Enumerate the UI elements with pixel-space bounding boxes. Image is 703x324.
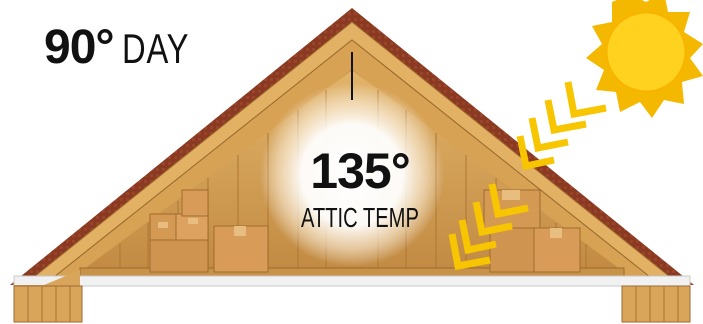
outdoor-temperature-label: 90°DAY [44, 24, 208, 72]
attic-label-text: ATTIC TEMP [301, 204, 419, 232]
outdoor-label: DAY [122, 28, 189, 70]
ceiling-beam [14, 276, 690, 286]
right-wall [622, 286, 690, 322]
attic-temperature: 135° [285, 146, 435, 196]
left-wall [14, 286, 82, 322]
attic-temperature-label: ATTIC TEMP [262, 204, 458, 232]
sun-icon [586, 0, 703, 118]
outdoor-temperature: 90° [44, 21, 114, 74]
